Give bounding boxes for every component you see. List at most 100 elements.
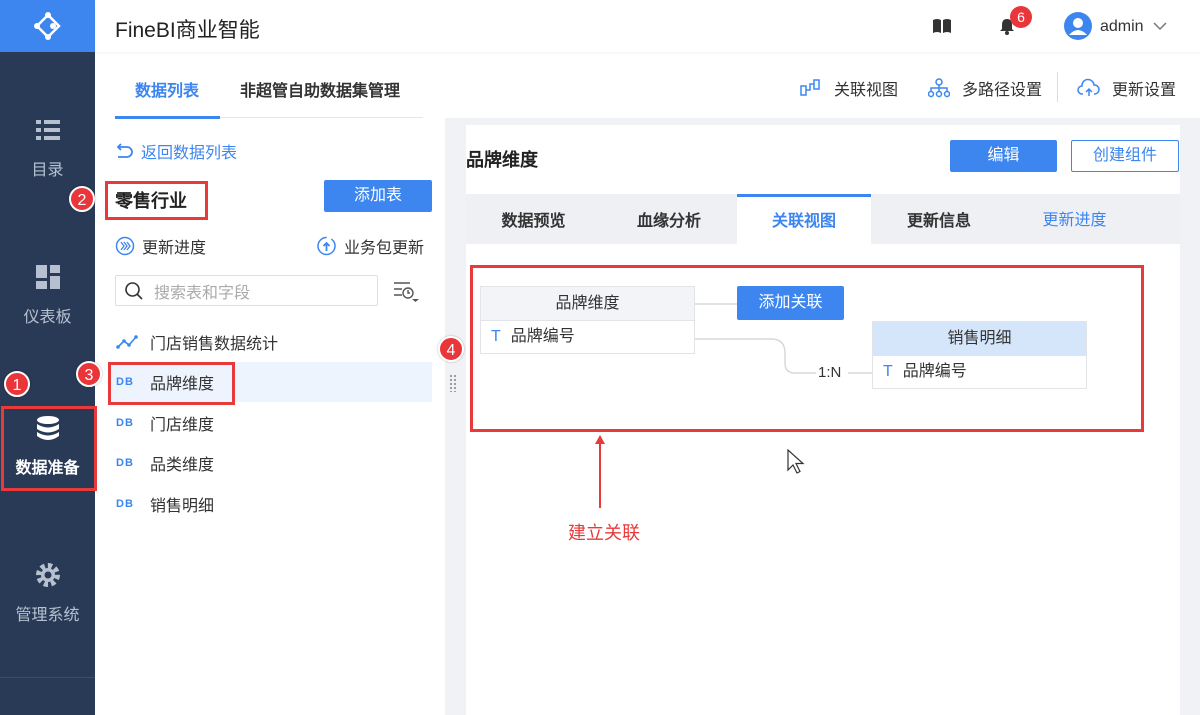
update-settings-button[interactable]: 更新设置 (1077, 76, 1176, 100)
sidebar-item-data-prep[interactable]: 数据准备 (0, 414, 95, 478)
username[interactable]: admin (1100, 18, 1144, 35)
package-update-button[interactable]: 业务包更新 (316, 234, 424, 258)
tab-underline (115, 116, 220, 119)
db-icon: DB (116, 376, 134, 388)
db-icon: DB (116, 457, 134, 469)
list-item-label: 门店销售数据统计 (150, 336, 279, 353)
target-table-name: 销售明细 (873, 322, 1086, 356)
update-progress-link[interactable]: 更新进度 (1042, 212, 1107, 229)
list-item-label: 品类维度 (150, 457, 215, 474)
user-icon (1069, 18, 1087, 35)
avatar[interactable] (1064, 12, 1092, 40)
package-update-label: 业务包更新 (344, 240, 425, 257)
logo[interactable] (0, 0, 95, 52)
target-table-node[interactable]: 销售明细 T 品牌编号 (872, 321, 1087, 389)
list-item[interactable]: 门店销售数据统计 (108, 322, 432, 362)
db-icon: DB (116, 417, 134, 429)
tab-relation-view[interactable]: 关联视图 (737, 194, 871, 244)
filter-history-icon[interactable] (392, 280, 420, 304)
hierarchy-icon (928, 78, 950, 98)
source-table-node[interactable]: 品牌维度 T 品牌编号 (480, 286, 695, 354)
relation-view-label: 关联视图 (834, 82, 899, 99)
gear-icon (35, 563, 60, 587)
multipath-button[interactable]: 多路径设置 (928, 76, 1042, 100)
tab-update-info[interactable]: 更新信息 (906, 213, 971, 230)
cardinality-label: 1:N (818, 364, 842, 381)
tab-data-list[interactable]: 数据列表 (135, 83, 200, 100)
analysis-table-icon (116, 335, 138, 349)
update-settings-label: 更新设置 (1112, 82, 1177, 99)
tab-data-preview[interactable]: 数据预览 (501, 213, 566, 230)
db-icon: DB (116, 498, 134, 510)
relation-view-button[interactable]: 关联视图 (800, 76, 898, 100)
divider (1057, 72, 1058, 102)
annotation-arrow-icon (595, 435, 605, 508)
tab-divider (115, 117, 423, 118)
upload-circle-icon (317, 236, 336, 256)
divider (0, 677, 95, 678)
create-component-button[interactable]: 创建组件 (1071, 140, 1179, 172)
app-title: FineBI商业智能 (115, 19, 260, 42)
update-progress-label: 更新进度 (142, 240, 207, 257)
sidebar-item-label: 管理系统 (15, 607, 80, 624)
list-item[interactable]: DB 销售明细 (108, 484, 432, 524)
source-table-name: 品牌维度 (481, 287, 694, 321)
add-table-button[interactable]: 添加表 (324, 180, 432, 212)
list-item[interactable]: DB 品类维度 (108, 443, 432, 483)
sidebar-item-catalog[interactable]: 目录 (0, 116, 95, 180)
fast-forward-icon (115, 236, 135, 256)
book-icon[interactable] (932, 18, 952, 34)
back-to-list-link[interactable]: 返回数据列表 (115, 139, 237, 163)
field-name: 品牌编号 (902, 363, 967, 380)
list-item[interactable]: DB 门店维度 (108, 403, 432, 443)
text-type-icon: T (883, 363, 893, 380)
resize-handle[interactable] (449, 374, 457, 392)
field-name: 品牌编号 (510, 328, 575, 345)
sidebar-item-label: 目录 (31, 162, 64, 179)
dashboard-icon (35, 265, 60, 289)
annotation-box (470, 265, 1144, 432)
step-badge: 3 (76, 361, 102, 387)
text-type-icon: T (491, 328, 501, 345)
list-icon (35, 120, 60, 140)
search-icon (125, 281, 143, 300)
multipath-label: 多路径设置 (962, 82, 1043, 99)
database-icon (36, 416, 59, 440)
sidebar-item-label: 数据准备 (15, 460, 80, 477)
annotation-box (105, 181, 208, 220)
annotation-box (108, 362, 235, 405)
edit-button[interactable]: 编辑 (950, 140, 1057, 172)
back-label: 返回数据列表 (141, 145, 238, 162)
search-input[interactable]: 搜索表和字段 (115, 275, 378, 306)
step-badge: 1 (4, 371, 30, 397)
field-row[interactable]: T 品牌编号 (873, 356, 1086, 388)
cloud-icon (1077, 78, 1100, 96)
step-badge: 4 (438, 336, 464, 362)
tab-non-admin-datasets[interactable]: 非超管自助数据集管理 (240, 83, 401, 100)
notification-badge: 6 (1010, 6, 1032, 28)
table-title: 品牌维度 (466, 150, 538, 170)
sidebar-item-label: 仪表板 (23, 309, 72, 326)
step-badge: 2 (69, 186, 95, 212)
sidebar: 目录 仪表板 数据准备 管理系统 (0, 0, 95, 715)
tab-lineage[interactable]: 血缘分析 (636, 213, 701, 230)
mouse-cursor-icon (787, 449, 805, 474)
annotation-box (1, 406, 97, 491)
list-item-label: 品牌维度 (150, 376, 215, 393)
relation-view-icon (800, 79, 820, 96)
field-row[interactable]: T 品牌编号 (481, 321, 694, 353)
annotation-caption: 建立关联 (568, 523, 640, 543)
list-item-selected[interactable]: DB 品牌维度 (108, 362, 432, 402)
sidebar-item-dashboard[interactable]: 仪表板 (0, 263, 95, 327)
add-relation-button[interactable]: 添加关联 (737, 286, 844, 320)
sidebar-item-admin[interactable]: 管理系统 (0, 561, 95, 625)
undo-icon (116, 143, 133, 158)
list-item-label: 门店维度 (150, 417, 215, 434)
update-progress-button[interactable]: 更新进度 (115, 234, 206, 258)
package-title: 零售行业 (115, 191, 187, 211)
list-item-label: 销售明细 (150, 498, 215, 515)
search-placeholder: 搜索表和字段 (154, 284, 251, 302)
finebi-logo-icon (33, 12, 61, 40)
chevron-down-icon[interactable] (1153, 21, 1167, 31)
header: FineBI商业智能 6 admin (95, 0, 1200, 52)
